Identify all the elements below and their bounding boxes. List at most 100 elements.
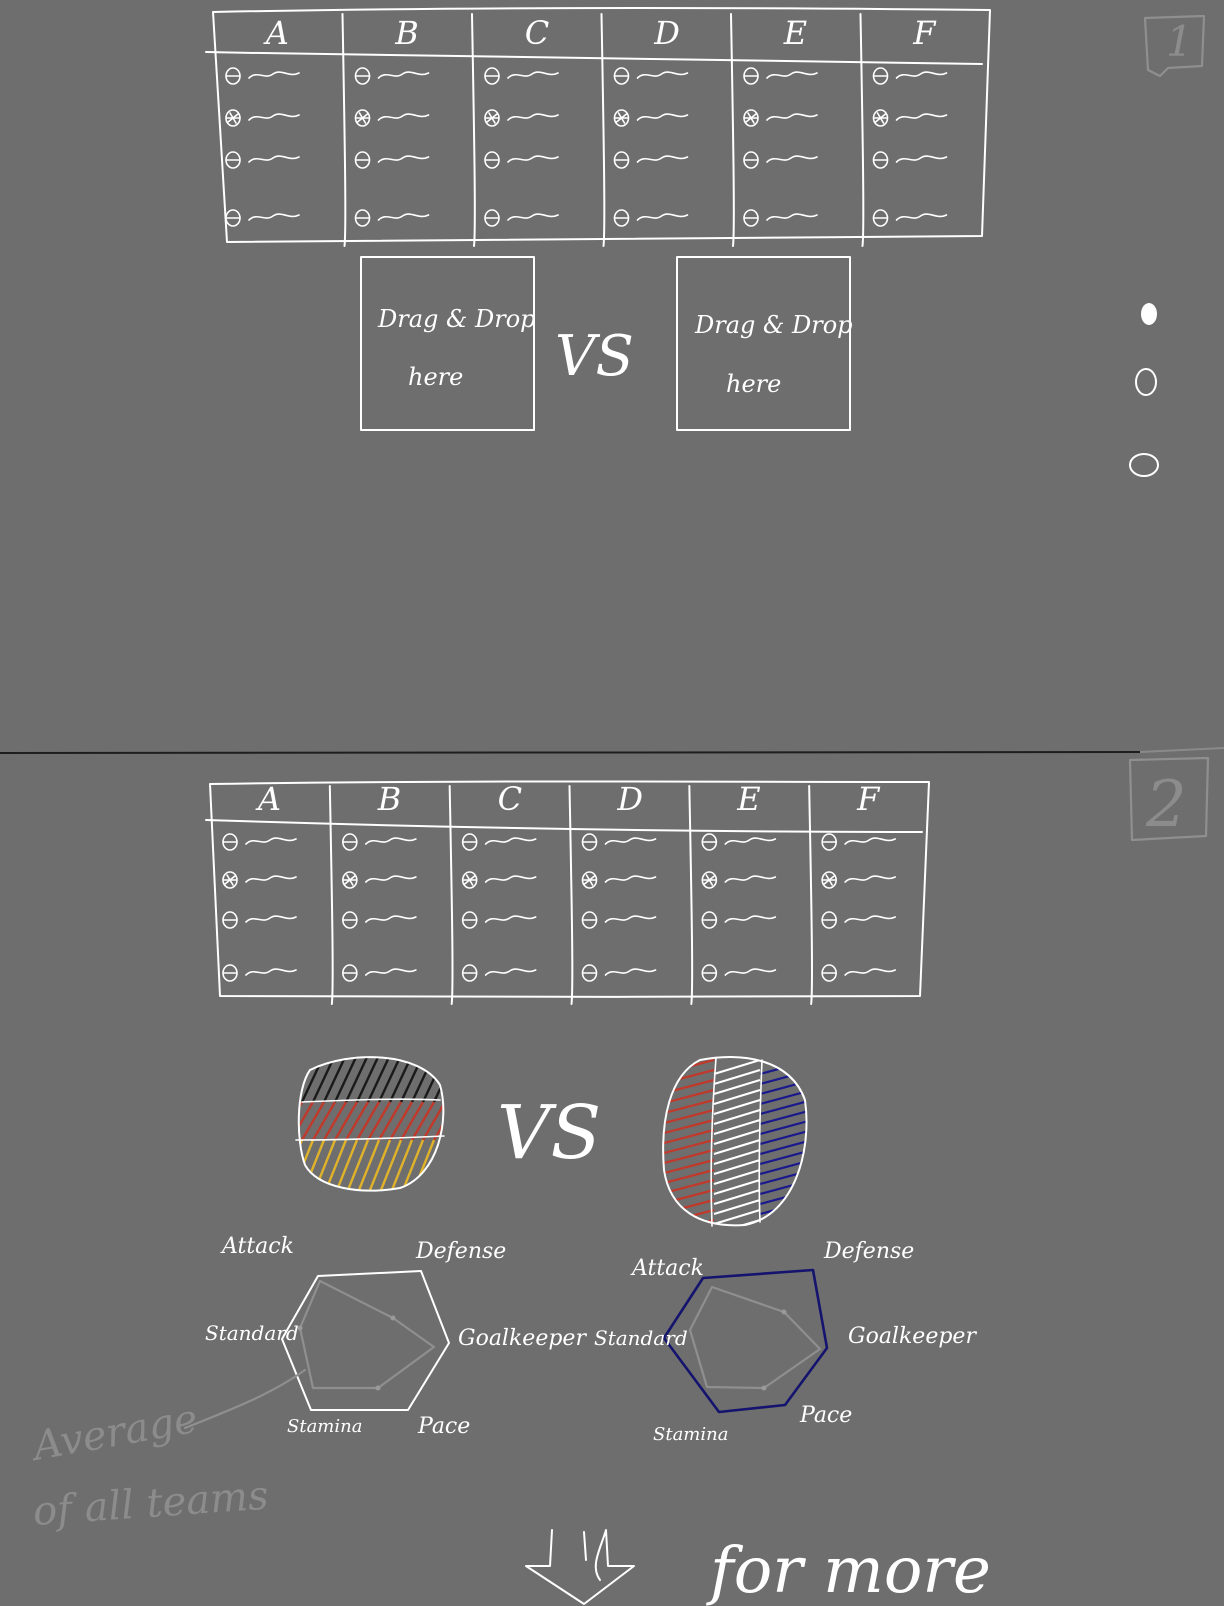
group-d-team-row-1[interactable] (581, 833, 657, 851)
group-d-team-row-3[interactable] (613, 151, 689, 169)
group-e-team-row-3[interactable] (743, 151, 818, 169)
group-c-team-row-3[interactable] (461, 911, 537, 929)
column-header-f[interactable]: F (912, 14, 937, 52)
page-dot-1-active[interactable] (1141, 303, 1157, 325)
team-name-scribble (507, 155, 559, 163)
group-b-team-row-3[interactable] (342, 911, 417, 929)
radar-left-axis-stamina: Stamina (287, 1416, 362, 1437)
group-c-team-row-1[interactable] (461, 833, 537, 851)
group-a-team-row-1[interactable] (222, 833, 297, 851)
team-flag-icon (225, 151, 241, 169)
group-a-team-row-3[interactable] (225, 151, 300, 169)
group-e-team-row-4[interactable] (743, 209, 818, 227)
group-c-team-row-1[interactable] (484, 67, 559, 85)
group-f-team-row-4[interactable] (821, 964, 896, 982)
drop-zone-left[interactable]: Drag & Drop here (360, 256, 536, 431)
team-flag-icon (461, 964, 478, 982)
group-b-team-row-4[interactable] (342, 964, 417, 982)
group-f-team-row-3[interactable] (872, 151, 948, 169)
vs-label-frame-1: VS (555, 324, 634, 389)
group-f-team-row-4[interactable] (872, 209, 948, 227)
team-name-scribble (636, 71, 689, 79)
team-name-scribble (507, 213, 559, 221)
group-d-team-row-4[interactable] (581, 964, 657, 982)
group-c-team-row-4[interactable] (461, 964, 537, 982)
group-b-team-row-1[interactable] (342, 833, 417, 851)
drop-zone-right[interactable]: Drag & Drop here (676, 256, 853, 431)
column-header-c[interactable]: C (498, 780, 522, 818)
column-header-b[interactable]: B (394, 14, 419, 52)
team-flag-icon (701, 911, 718, 929)
team-flag-icon (484, 151, 500, 169)
group-d-team-row-2[interactable] (581, 871, 657, 889)
group-c-team-row-4[interactable] (484, 209, 559, 227)
group-c-team-row-3[interactable] (484, 151, 559, 169)
group-e-team-row-2[interactable] (701, 871, 777, 889)
team-flag-icon (613, 151, 630, 169)
team-flag-icon (342, 964, 358, 982)
team-flag-icon (872, 67, 889, 85)
group-e-team-row-3[interactable] (701, 911, 777, 929)
group-a-team-row-4[interactable] (225, 209, 300, 227)
frame-divider-tail (1139, 747, 1224, 753)
group-b-team-row-4[interactable] (354, 209, 430, 227)
group-d-team-row-1[interactable] (613, 67, 689, 85)
column-header-e[interactable]: E (736, 780, 760, 818)
group-c-team-row-2[interactable] (461, 871, 537, 889)
team-name-scribble (724, 837, 777, 845)
group-e-team-row-4[interactable] (701, 964, 777, 982)
team-left-flag[interactable] (280, 1055, 489, 1195)
team-name-scribble (245, 915, 297, 923)
team-flag-icon (821, 871, 837, 889)
team-name-scribble (484, 837, 537, 845)
group-d-team-row-4[interactable] (613, 209, 689, 227)
group-a-team-row-2[interactable] (222, 871, 297, 889)
group-e-team-row-2[interactable] (743, 109, 818, 127)
page-dot-2[interactable] (1135, 368, 1157, 396)
team-name-scribble (365, 915, 417, 923)
column-header-d[interactable]: D (616, 780, 643, 818)
group-e-team-row-1[interactable] (701, 833, 777, 851)
team-flag-icon (225, 109, 241, 127)
team-right-flag[interactable] (660, 1055, 812, 1234)
column-header-a[interactable]: A (263, 14, 289, 52)
group-a-team-row-1[interactable] (225, 67, 300, 85)
group-a-team-row-2[interactable] (225, 109, 300, 127)
team-flag-icon (222, 833, 238, 851)
radar-right-axis-standard: Standard (594, 1326, 688, 1350)
team-name-scribble (365, 837, 417, 845)
group-b-team-row-1[interactable] (354, 67, 430, 85)
group-f-team-row-1[interactable] (872, 67, 948, 85)
group-f-team-row-1[interactable] (821, 833, 896, 851)
team-flag-icon (701, 871, 718, 889)
column-header-a[interactable]: A (255, 780, 281, 818)
frame-number-badge-1: 1 (1143, 14, 1206, 78)
team-name-scribble (766, 213, 818, 221)
frame-number-1: 1 (1166, 17, 1193, 66)
column-header-b[interactable]: B (377, 780, 402, 818)
team-flag-icon (613, 109, 630, 127)
group-a-team-row-4[interactable] (222, 964, 297, 982)
team-flag-icon (701, 833, 718, 851)
group-d-team-row-3[interactable] (581, 911, 657, 929)
group-c-team-row-2[interactable] (484, 109, 559, 127)
column-header-c[interactable]: C (525, 14, 549, 52)
group-b-team-row-3[interactable] (354, 151, 430, 169)
column-header-e[interactable]: E (783, 14, 807, 52)
group-f-team-row-3[interactable] (821, 911, 896, 929)
page-dot-3[interactable] (1129, 453, 1159, 477)
group-d-team-row-2[interactable] (613, 109, 689, 127)
group-b-team-row-2[interactable] (342, 871, 417, 889)
scroll-hint[interactable]: for more (525, 1529, 991, 1606)
team-name-scribble (895, 213, 948, 221)
group-e-team-row-1[interactable] (743, 67, 818, 85)
team-flag-icon (354, 109, 371, 127)
column-header-d[interactable]: D (653, 14, 680, 52)
team-name-scribble (844, 915, 896, 923)
group-a-team-row-3[interactable] (222, 911, 297, 929)
team-name-scribble (377, 113, 430, 121)
column-header-f[interactable]: F (856, 780, 881, 818)
group-b-team-row-2[interactable] (354, 109, 430, 127)
group-f-team-row-2[interactable] (821, 871, 896, 889)
group-f-team-row-2[interactable] (872, 109, 948, 127)
